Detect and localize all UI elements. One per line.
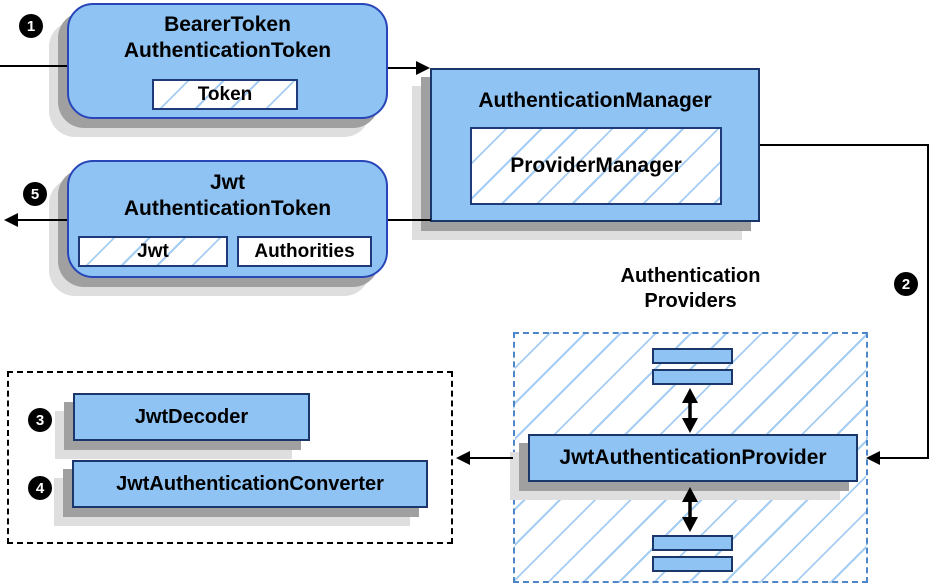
jwt-decoder-node: JwtDecoder bbox=[73, 393, 310, 441]
authentication-manager-node: AuthenticationManager ProviderManager bbox=[430, 68, 760, 222]
authorities-inner-box: Authorities bbox=[237, 236, 372, 267]
jwt-inner-box: Jwt bbox=[78, 236, 228, 267]
jwt-authentication-provider-node: JwtAuthenticationProvider bbox=[528, 434, 858, 482]
authentication-providers-label-line1: Authentication bbox=[620, 265, 761, 287]
bearer-token-title-line1: BearerToken bbox=[164, 13, 291, 36]
jwt-label: Jwt bbox=[137, 240, 169, 262]
jwt-authentication-provider-label: JwtAuthenticationProvider bbox=[559, 446, 827, 469]
authentication-manager-title: AuthenticationManager bbox=[478, 89, 712, 112]
step-3-badge: 3 bbox=[28, 408, 52, 432]
jwt-authentication-token-title: Jwt AuthenticationToken bbox=[69, 170, 386, 222]
token-label: Token bbox=[197, 83, 253, 105]
jwt-decoder-converter-group bbox=[7, 371, 453, 544]
left-arrowhead-icon bbox=[456, 451, 470, 465]
provider-stack-bar-top-2 bbox=[652, 369, 733, 385]
jwt-authentication-token-title-line2: AuthenticationToken bbox=[123, 197, 332, 220]
bearer-token-authentication-token-node: BearerToken AuthenticationToken Token bbox=[67, 3, 388, 119]
step-4-badge: 4 bbox=[28, 476, 52, 500]
jwt-authentication-converter-label: JwtAuthenticationConverter bbox=[116, 472, 384, 495]
authorities-label: Authorities bbox=[254, 240, 355, 262]
provider-stack-bar-bottom-1 bbox=[652, 535, 733, 551]
step-1-badge: 1 bbox=[19, 14, 43, 38]
token-inner-box: Token bbox=[152, 79, 298, 110]
step-2-badge: 2 bbox=[894, 272, 918, 296]
jwt-authentication-token-title-line1: Jwt bbox=[209, 171, 245, 194]
bearer-token-title: BearerToken AuthenticationToken bbox=[69, 12, 386, 64]
authentication-providers-label-line2: Providers bbox=[644, 290, 737, 312]
jwt-authentication-token-node: Jwt AuthenticationToken Jwt Authorities bbox=[67, 160, 388, 278]
bearer-token-title-line2: AuthenticationToken bbox=[123, 39, 332, 62]
provider-manager-label: ProviderManager bbox=[510, 154, 682, 177]
authentication-providers-label: Authentication Providers bbox=[513, 264, 868, 314]
jwt-authentication-converter-node: JwtAuthenticationConverter bbox=[72, 460, 428, 508]
step-5-badge: 5 bbox=[23, 182, 47, 206]
provider-stack-bar-bottom-2 bbox=[652, 556, 733, 572]
jwt-decoder-label: JwtDecoder bbox=[134, 405, 249, 428]
provider-stack-bar-top-1 bbox=[652, 348, 733, 364]
provider-manager-inner-box: ProviderManager bbox=[470, 127, 722, 205]
left-arrowhead-icon bbox=[866, 451, 880, 465]
left-arrowhead-icon bbox=[4, 213, 18, 227]
right-arrowhead-icon bbox=[416, 61, 430, 75]
